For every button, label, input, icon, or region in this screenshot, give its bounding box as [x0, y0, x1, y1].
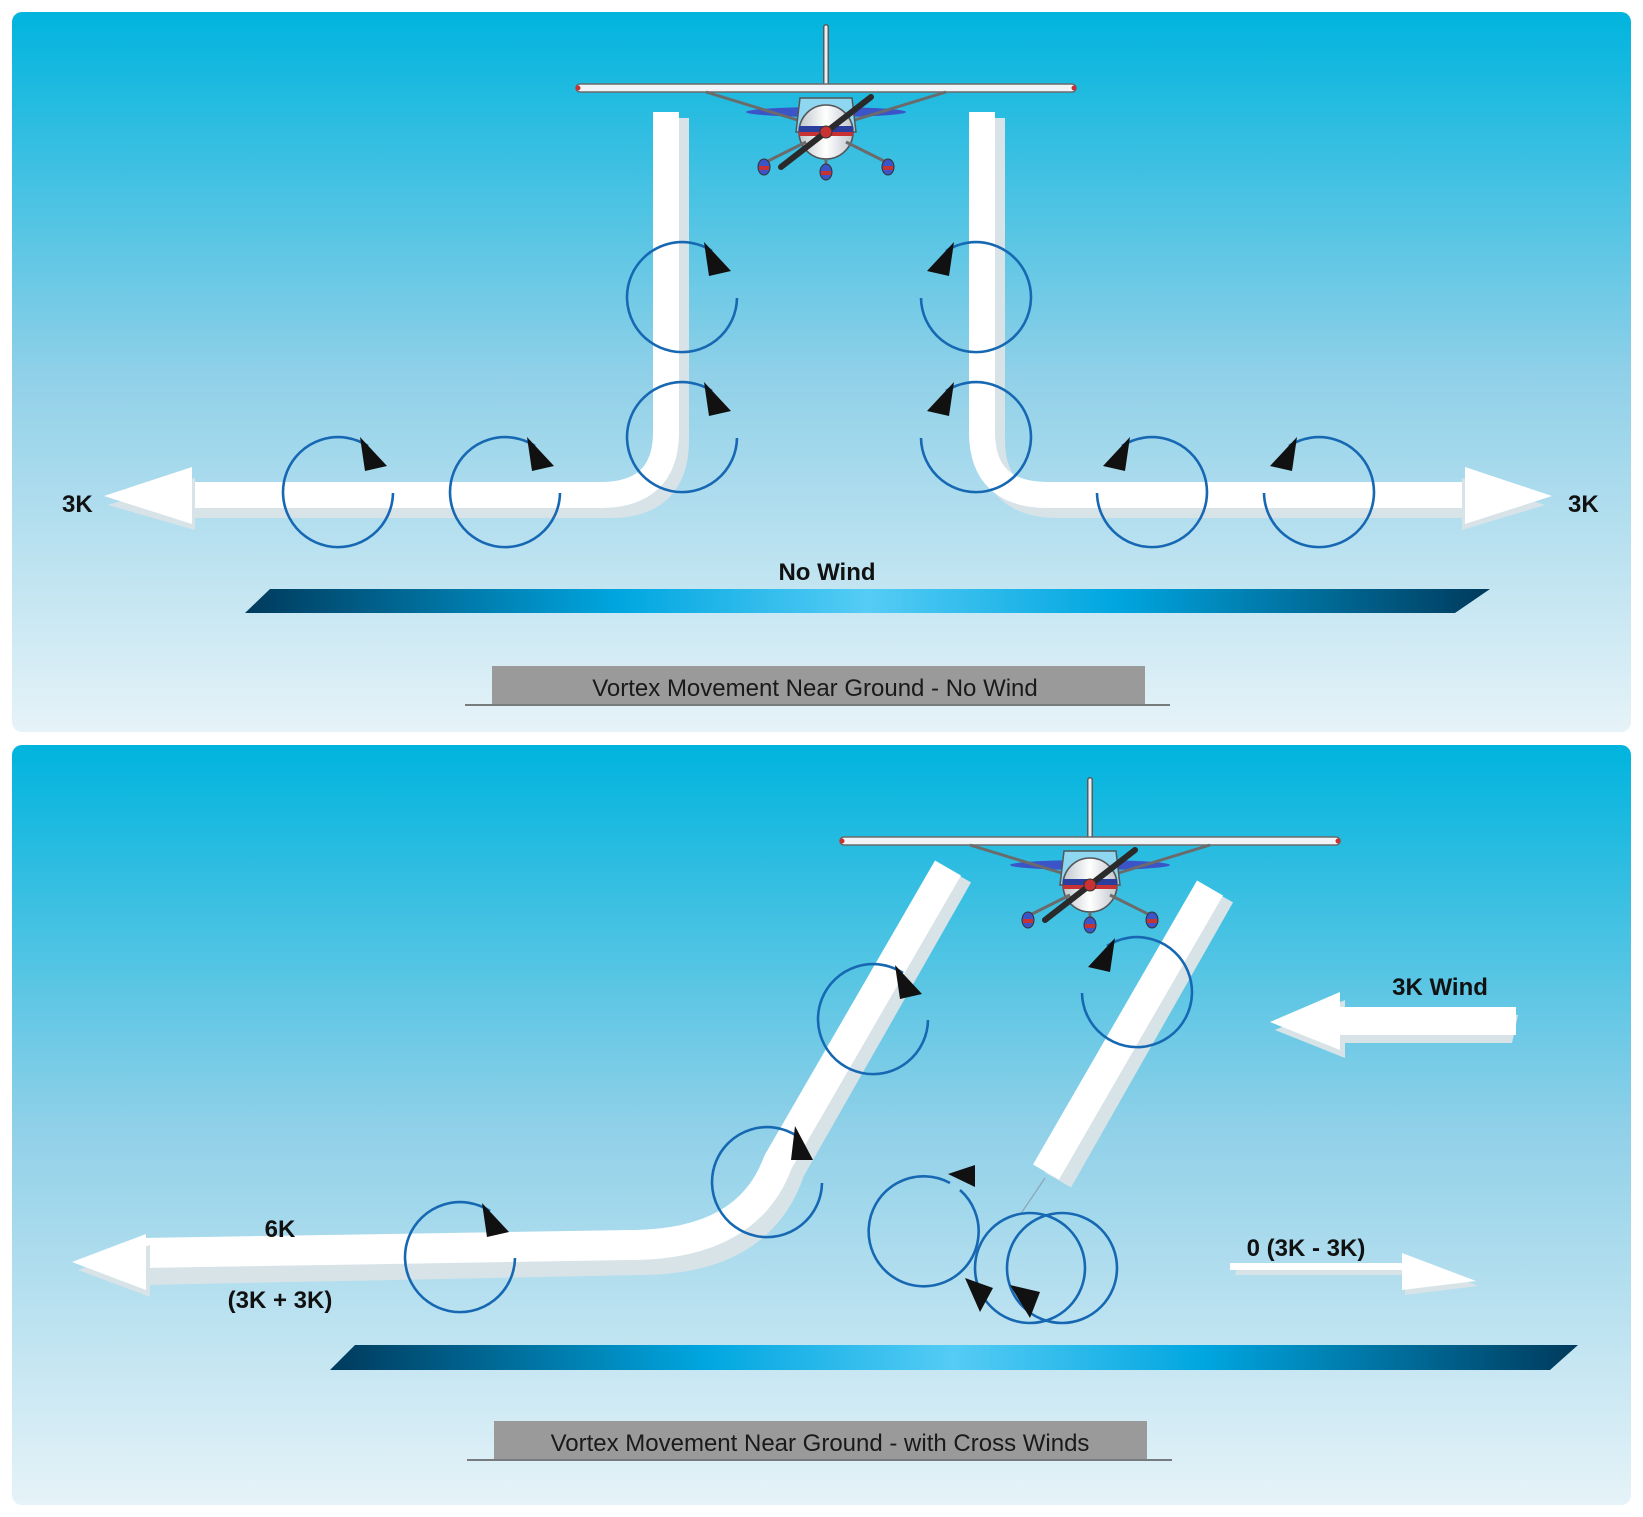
- wind-arrow: [1270, 992, 1518, 1058]
- vortex-icon: [816, 962, 930, 1076]
- panel-no-wind: 3K 3K No Wind Vortex Movement Near Groun…: [12, 12, 1631, 732]
- vortex-icon: [1095, 435, 1209, 549]
- vortex-icon: [1262, 435, 1376, 549]
- arrow-icon: [1103, 437, 1130, 471]
- vortex-icon: [710, 1125, 824, 1239]
- sky-background: [12, 12, 1631, 732]
- arrow-icon: [482, 1203, 509, 1237]
- vortex-group-right: [867, 935, 1194, 1325]
- right-residual-label: 0 (3K - 3K): [1247, 1235, 1366, 1262]
- vortex-group-left: [281, 240, 739, 549]
- caption-box: Vortex Movement Near Ground - No Wind: [465, 666, 1170, 706]
- arrow-icon: [527, 437, 554, 471]
- arrow-icon: [948, 1165, 975, 1187]
- vortex-icon: [973, 1211, 1087, 1325]
- vortex-icon: [625, 380, 739, 494]
- vortex-group-left: [403, 962, 930, 1314]
- arrow-icon: [704, 242, 731, 276]
- arrow-icon: [1270, 437, 1297, 471]
- right-speed-label: 3K: [1568, 491, 1599, 518]
- arrow-icon: [791, 1126, 813, 1160]
- wake-path-left: [72, 860, 972, 1297]
- caption-text: Vortex Movement Near Ground - No Wind: [592, 675, 1038, 702]
- arrow-icon: [360, 437, 387, 471]
- vortex-icon: [448, 435, 562, 549]
- arrow-icon: [895, 965, 922, 999]
- arrow-icon: [927, 242, 954, 276]
- arrow-icon: [965, 1278, 993, 1312]
- left-sum-label: (3K + 3K): [228, 1287, 333, 1314]
- no-wind-label: No Wind: [778, 559, 875, 586]
- caption-text: Vortex Movement Near Ground - with Cross…: [551, 1430, 1090, 1457]
- left-speed-label: 3K: [62, 491, 93, 518]
- arrow-icon: [704, 382, 731, 416]
- ground-strip: [245, 589, 1490, 613]
- ground-strip: [330, 1345, 1578, 1370]
- vortex-icon: [403, 1200, 517, 1314]
- wake-path-right: [1019, 880, 1234, 1216]
- vortex-icon: [1080, 935, 1194, 1049]
- vortex-icon: [919, 240, 1033, 354]
- residual-arrow: [1230, 1253, 1478, 1295]
- vortex-icon: [919, 380, 1033, 494]
- panel-cross-wind: 3K Wind 6K (3K + 3K) 0 (3K - 3K) Vortex …: [12, 745, 1631, 1505]
- vortex-icon: [1005, 1211, 1119, 1325]
- vortex-icon: [281, 435, 395, 549]
- vortex-group-right: [919, 240, 1376, 549]
- arrow-icon: [927, 382, 954, 416]
- wake-path-right: [969, 112, 1552, 530]
- caption-box: Vortex Movement Near Ground - with Cross…: [467, 1421, 1172, 1461]
- arrow-icon: [1088, 938, 1115, 972]
- vortex-icon: [625, 240, 739, 354]
- wind-label: 3K Wind: [1392, 974, 1488, 1001]
- vortex-icon: [867, 1175, 980, 1288]
- left-speed-label: 6K: [265, 1216, 296, 1243]
- arrow-icon: [1010, 1285, 1040, 1318]
